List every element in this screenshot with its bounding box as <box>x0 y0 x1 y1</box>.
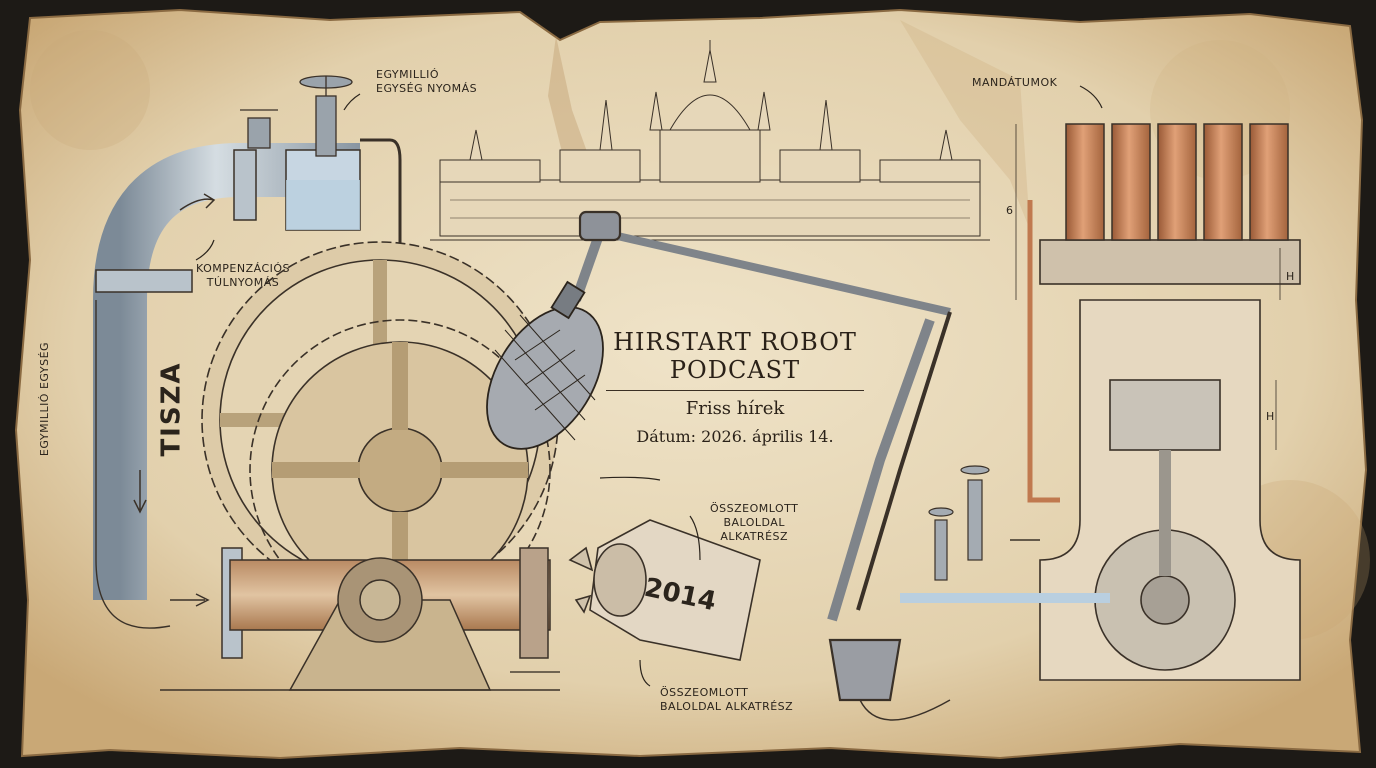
gears <box>201 241 559 621</box>
label-mandates: MANDÁTUMOK <box>972 76 1058 89</box>
label-collapsed-left-1: ÖSSZEOMLOTT BALOLDAL ALKATRÉSZ <box>710 502 799 543</box>
podcast-date: Dátum: 2026. április 14. <box>636 427 834 446</box>
label-valve-pressure: EGYMILLIÓ EGYSÉG NYOMÁS <box>376 68 478 95</box>
small-valves <box>928 465 990 581</box>
valve <box>240 75 402 280</box>
bearing-shaft <box>160 547 560 691</box>
engine <box>900 239 1301 681</box>
dimension-6: 6 <box>1006 204 1014 217</box>
broken-part <box>568 519 761 661</box>
title-divider <box>606 390 864 391</box>
label-vertical-units: EGYMILLIÓ EGYSÉG <box>38 341 52 457</box>
label-river: TISZA <box>156 361 187 457</box>
label-collapsed-left-2: ÖSSZEOMLOTT BALOLDAL ALKATRÉSZ <box>660 686 794 713</box>
microphone-icon <box>486 280 604 450</box>
water-pipe <box>93 143 361 659</box>
annotation-arrows <box>195 85 1103 687</box>
dimension-h-lower: h <box>1266 410 1275 423</box>
parliament-drawing <box>430 40 990 241</box>
microphone-arm <box>571 210 952 721</box>
copper-cylinders <box>1015 123 1289 503</box>
podcast-title-block: HIRSTART ROBOT PODCAST Friss hírek Dátum… <box>600 328 870 449</box>
podcast-subtitle: Friss hírek <box>685 398 785 419</box>
podcast-title: HIRSTART ROBOT PODCAST <box>613 328 857 384</box>
label-compensation: KOMPENZÁCIÓS TÚLNYOMÁS <box>196 262 291 289</box>
dimension-h-upper: h <box>1286 270 1295 283</box>
